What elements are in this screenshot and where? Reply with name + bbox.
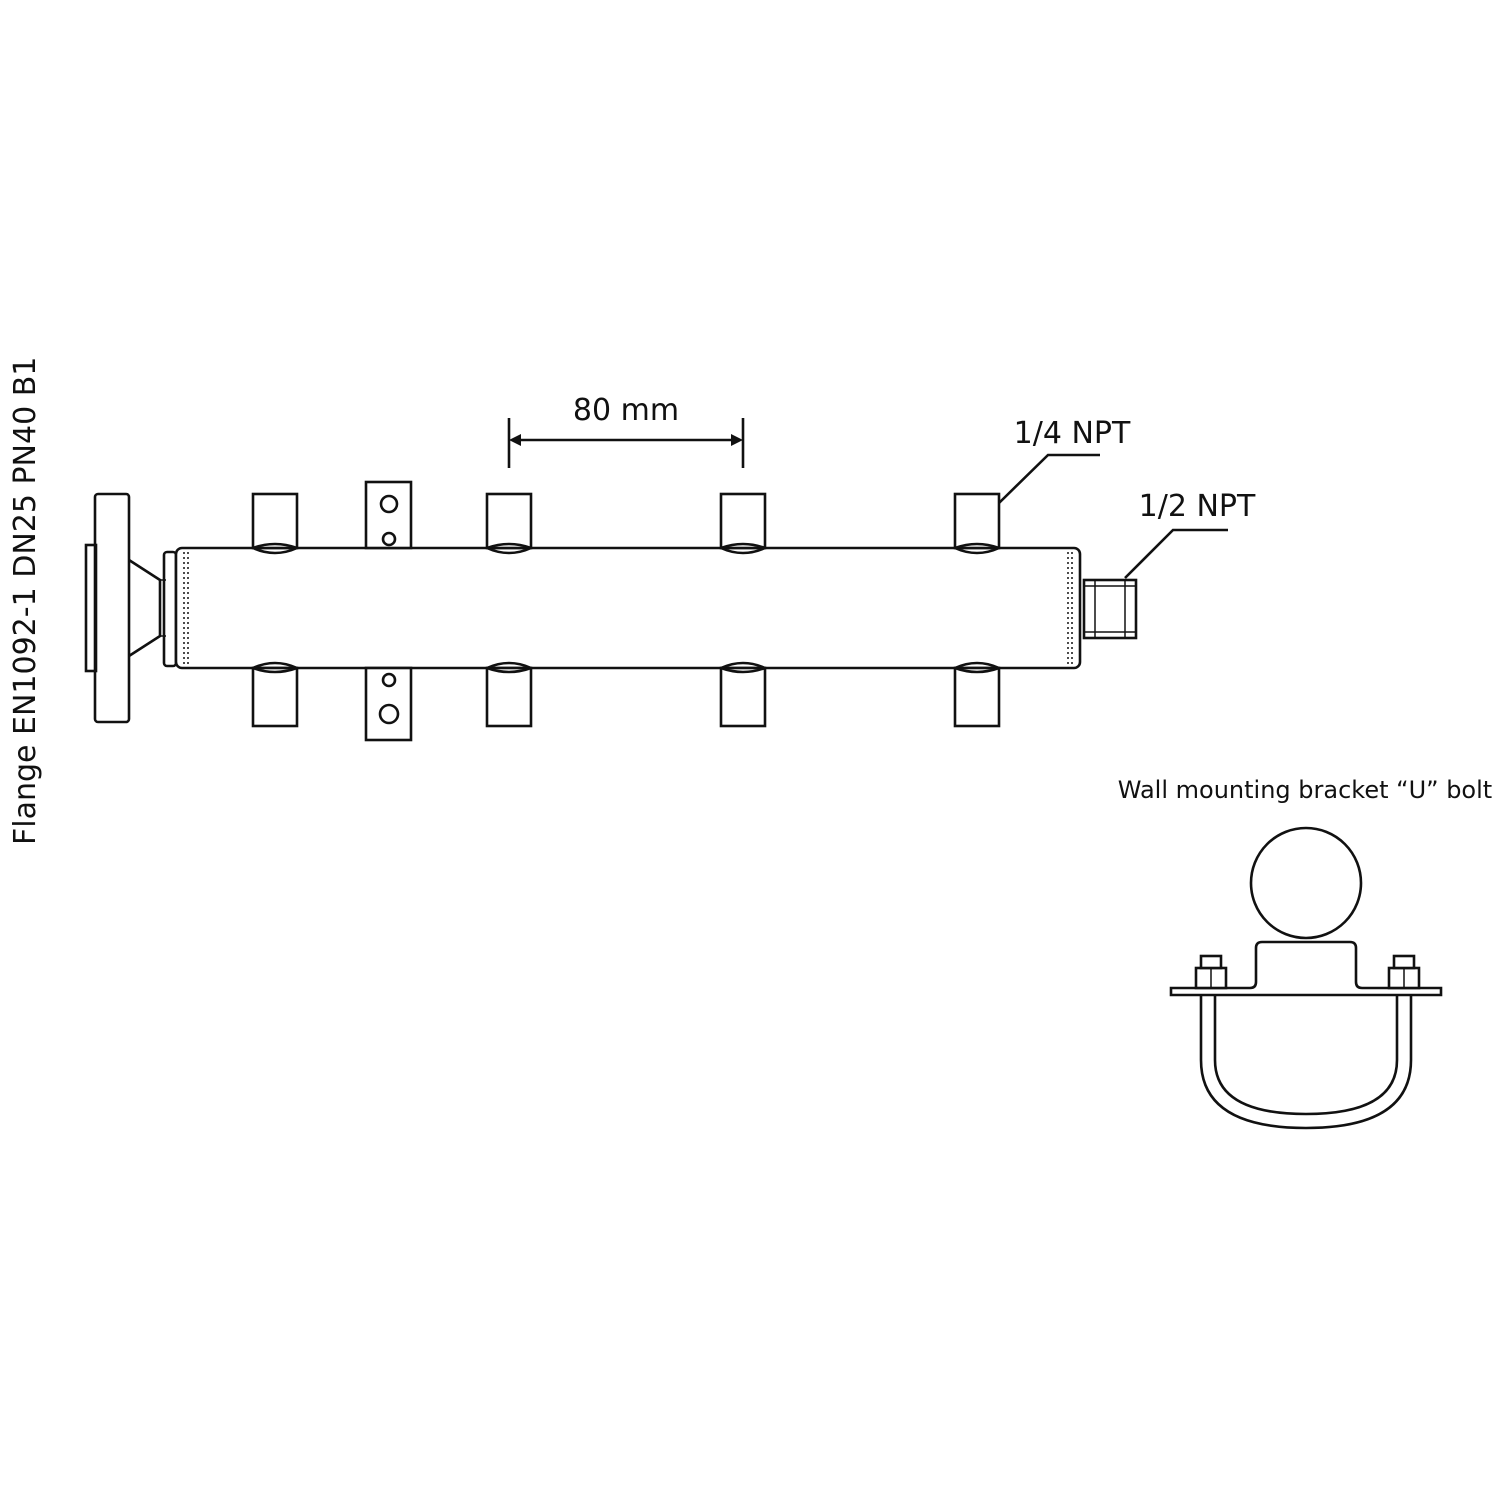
end-thread-callout: 1/2 NPT [1124,489,1256,579]
bottom-outlet [719,661,767,728]
end-thread-label: 1/2 NPT [1139,489,1256,524]
u-bolt-bracket-detail [1169,826,1443,1130]
top-outlet [251,492,299,555]
u-bolt-inner [1213,995,1399,1116]
arrow-left-icon [509,434,521,446]
nut-right [1387,954,1421,990]
top-outlet [953,492,1001,555]
pipe-section [1249,826,1363,940]
spacing-label: 80 mm [573,393,679,428]
bracket-strap [1169,940,1443,997]
bottom-outlet [953,661,1001,728]
arrow-right-icon [731,434,743,446]
flange [84,492,178,724]
top-outlet [719,492,767,555]
nut-left [1194,954,1228,990]
u-bolt-outer [1199,995,1413,1130]
bottom-outlet [251,661,299,728]
bracket-plate-bottom [364,666,413,742]
manifold-pipe [174,546,1082,670]
bottom-outlets [251,661,1001,728]
bracket-title: Wall mounting bracket “U” bolt [1118,776,1492,804]
spacing-dimension: 80 mm [507,393,745,468]
end-thread-nipple [1082,578,1138,640]
flange-spec-label: Flange EN1092-1 DN25 PN40 B1 [8,357,43,845]
branch-thread-callout: 1/4 NPT [998,416,1131,504]
bottom-outlet [485,661,533,728]
branch-thread-label: 1/4 NPT [1014,416,1131,451]
bracket-plate-top [364,480,413,550]
top-outlet [485,492,533,555]
top-outlets [251,492,1001,555]
